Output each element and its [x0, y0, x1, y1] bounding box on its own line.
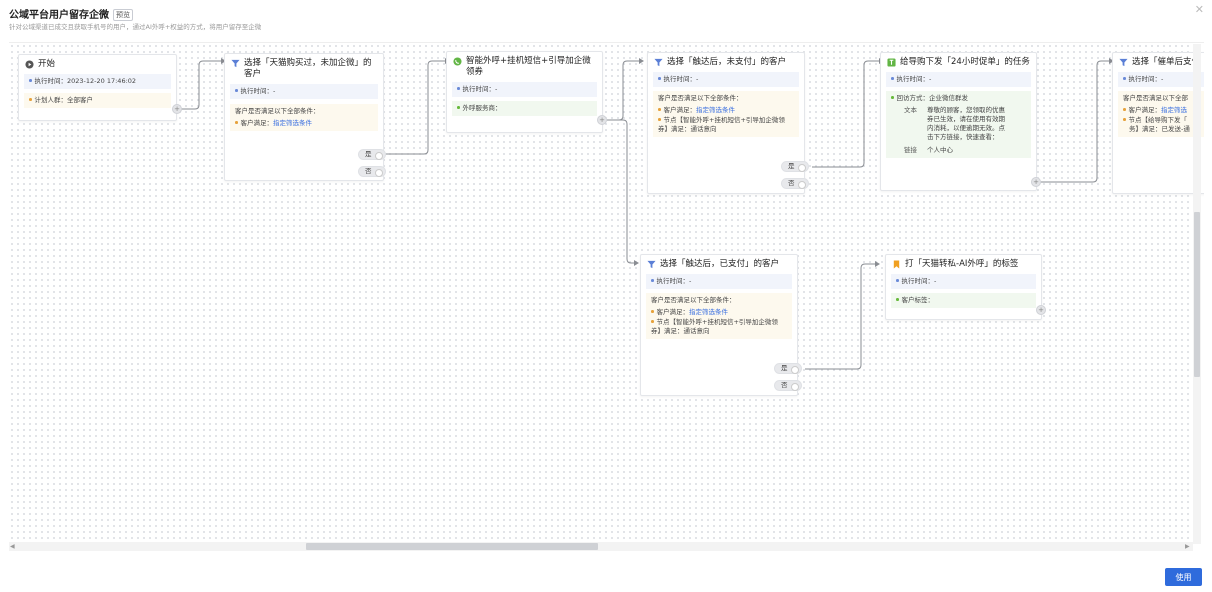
- modal-subtitle: 针对公域渠道已成交且获取手机号的用户，通过AI外呼+权益的方式，将用户留存至企微: [9, 23, 262, 31]
- exec-time-row: 执行时间：-: [230, 84, 378, 99]
- exec-time-row: 执行时间：-: [646, 274, 792, 289]
- exec-time-row: 执行时间：-: [891, 274, 1036, 289]
- node-title: 选择「触达后，未支付」的客户: [667, 57, 787, 67]
- preview-badge: 预览: [113, 9, 133, 21]
- branch-yes[interactable]: 是: [774, 363, 802, 374]
- bookmark-icon: [893, 260, 900, 269]
- exec-time-row: 执行时间：-: [653, 72, 799, 87]
- play-circle-icon: [25, 60, 34, 69]
- condition-link[interactable]: 指定筛选条件: [689, 308, 728, 316]
- vertical-scrollbar[interactable]: [1193, 44, 1201, 544]
- tag-row: 客户标签：: [891, 293, 1036, 308]
- node-ai-call[interactable]: 智能外呼+挂机短信+引导加企微领券 执行时间：- 外呼服务商：: [446, 51, 603, 133]
- vertical-scroll-thumb[interactable]: [1194, 212, 1200, 377]
- exec-time-row: 执行时间：-: [452, 82, 597, 97]
- add-node-port[interactable]: +: [172, 104, 182, 114]
- add-node-port[interactable]: +: [1031, 177, 1041, 187]
- node-title: 打「天猫转私-AI外呼」的标签: [905, 259, 1019, 269]
- node-filter-not-added[interactable]: 选择「天猫购买过，未加企微」的客户 执行时间：- 客户是否满足以下全部条件： 客…: [224, 53, 384, 181]
- exec-time-row: 执行时间：2023-12-20 17:46:02: [24, 74, 171, 89]
- node-guide-task[interactable]: 给导购下发「24小时促单」的任务 执行时间：- 回访方式：企业微信群发 文本尊敬…: [880, 52, 1037, 191]
- close-icon[interactable]: ✕: [1194, 3, 1204, 16]
- node-filter-paid-after-push[interactable]: 选择「催单后支付 执行时间：- 客户是否满足以下全部 客户满足：指定筛选 节点【…: [1112, 52, 1204, 194]
- add-node-port[interactable]: +: [597, 115, 607, 125]
- condition-block: 客户是否满足以下全部条件： 客户满足：指定筛选条件 节点【智能外呼+挂机短信+引…: [646, 293, 792, 339]
- branch-no[interactable]: 否: [774, 380, 802, 391]
- branch-yes[interactable]: 是: [358, 149, 386, 160]
- ai-call-icon: [453, 57, 462, 66]
- node-start[interactable]: 开始 执行时间：2023-12-20 17:46:02 计划人群：全部客户: [18, 54, 177, 121]
- task-icon: [887, 58, 896, 67]
- exec-time-row: 执行时间：-: [886, 72, 1031, 87]
- condition-link[interactable]: 指定筛选条件: [696, 106, 735, 114]
- condition-block: 客户是否满足以下全部条件： 客户满足：指定筛选条件 节点【智能外呼+挂机短信+引…: [653, 91, 799, 137]
- node-filter-unpaid[interactable]: 选择「触达后，未支付」的客户 执行时间：- 客户是否满足以下全部条件： 客户满足…: [647, 52, 805, 194]
- horizontal-scroll-thumb[interactable]: [306, 543, 598, 550]
- add-node-port[interactable]: +: [1036, 305, 1046, 315]
- task-detail-block: 回访方式：企业微信群发 文本尊敬的顾客，您领取的优惠券已生效，请在使用有效期内消…: [886, 91, 1031, 158]
- funnel-icon: [1119, 58, 1128, 67]
- node-title: 智能外呼+挂机短信+引导加企微领券: [466, 56, 591, 77]
- funnel-icon: [654, 58, 663, 67]
- node-title: 选择「天猫购买过，未加企微」的客户: [244, 58, 372, 79]
- service-row: 外呼服务商：: [452, 101, 597, 116]
- horizontal-scrollbar[interactable]: ◀ ▶: [9, 542, 1193, 551]
- node-tag[interactable]: 打「天猫转私-AI外呼」的标签 执行时间：- 客户标签：: [885, 254, 1042, 320]
- branch-yes[interactable]: 是: [781, 161, 809, 172]
- audience-row: 计划人群：全部客户: [24, 93, 171, 108]
- funnel-icon: [231, 59, 240, 68]
- node-title: 给导购下发「24小时促单」的任务: [900, 57, 1030, 67]
- condition-block: 客户是否满足以下全部 客户满足：指定筛选 节点【给导购下发「 务】满足：已发送-…: [1118, 91, 1204, 137]
- condition-link[interactable]: 指定筛选: [1161, 106, 1187, 114]
- condition-block: 客户是否满足以下全部条件： 客户满足：指定筛选条件: [230, 104, 378, 131]
- branch-no[interactable]: 否: [781, 178, 809, 189]
- exec-time-row: 执行时间：-: [1118, 72, 1204, 87]
- branch-no[interactable]: 否: [358, 166, 386, 177]
- scroll-left-icon[interactable]: ◀: [10, 543, 15, 550]
- node-title: 开始: [38, 59, 56, 69]
- scroll-right-icon[interactable]: ▶: [1185, 543, 1190, 550]
- use-button[interactable]: 使用: [1165, 568, 1202, 586]
- node-filter-paid[interactable]: 选择「触达后，已支付」的客户 执行时间：- 客户是否满足以下全部条件： 客户满足…: [640, 254, 798, 396]
- node-title: 选择「催单后支付: [1132, 57, 1201, 67]
- condition-link[interactable]: 指定筛选条件: [273, 119, 312, 127]
- node-title: 选择「触达后，已支付」的客户: [660, 259, 780, 269]
- modal-title: 公域平台用户留存企微预览: [9, 6, 133, 21]
- funnel-icon: [647, 260, 656, 269]
- flow-canvas[interactable]: 开始 执行时间：2023-12-20 17:46:02 计划人群：全部客户 + …: [9, 42, 1204, 542]
